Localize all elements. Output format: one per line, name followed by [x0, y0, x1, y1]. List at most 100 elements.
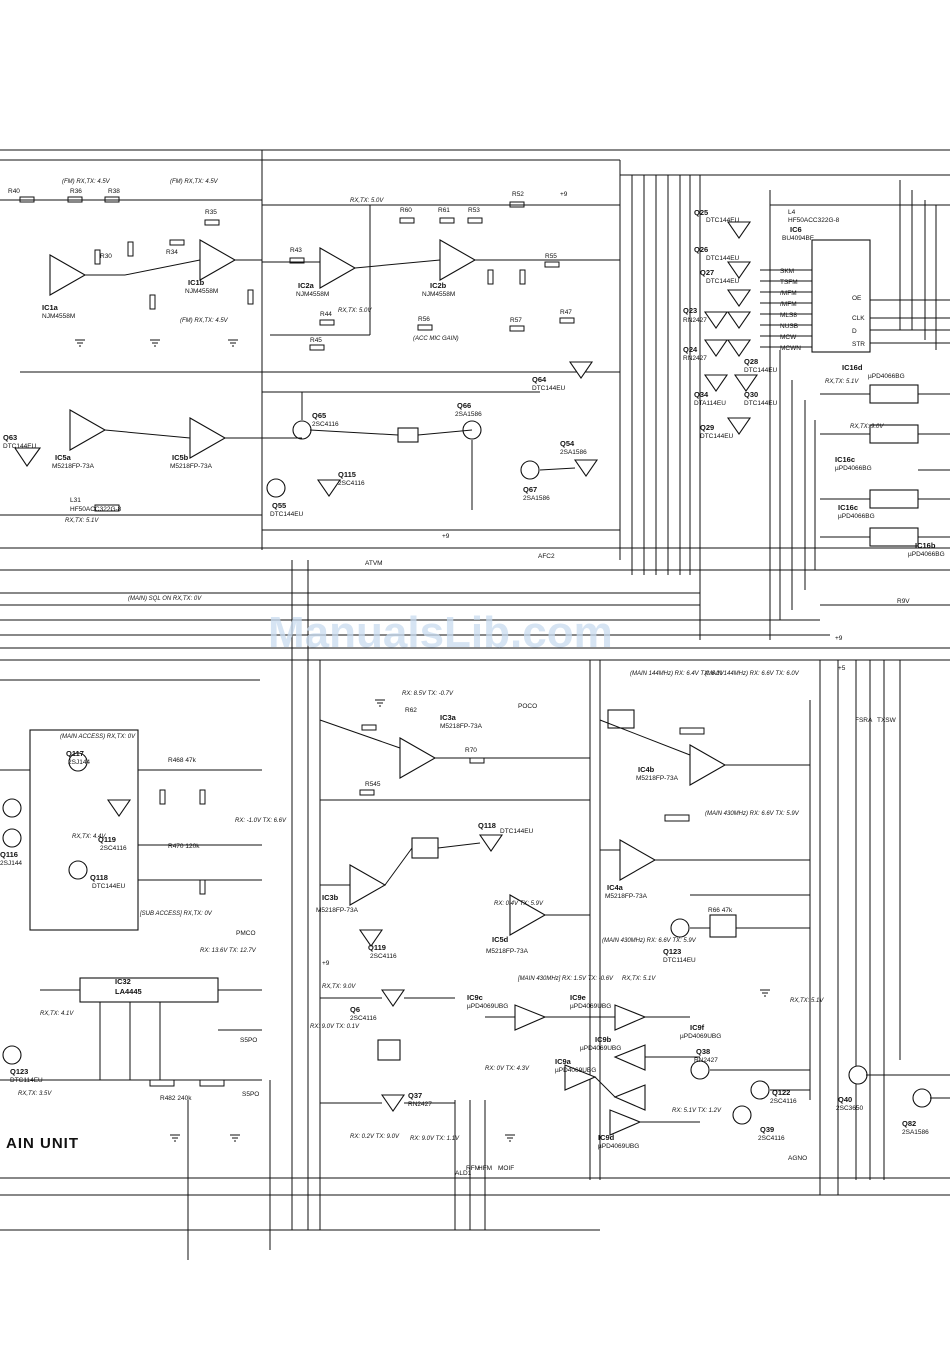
- svg-text:R53: R53: [468, 207, 480, 214]
- svg-text:(ACC MIC GAIN): (ACC MIC GAIN): [413, 336, 459, 342]
- svg-text:RX,TX: 5.0V: RX,TX: 5.0V: [338, 308, 372, 314]
- svg-text:R47: R47: [560, 309, 572, 316]
- svg-text:µPD4069UBG: µPD4069UBG: [570, 1003, 611, 1010]
- svg-text:2SA1586: 2SA1586: [560, 449, 587, 456]
- svg-text:R56: R56: [418, 316, 430, 323]
- svg-text:DTA114EU: DTA114EU: [694, 400, 726, 407]
- op-amp-ic2b: IC2b NJM4558M: [422, 239, 477, 298]
- svg-text:2SC4116: 2SC4116: [770, 1098, 797, 1105]
- svg-text:Q23: Q23: [683, 306, 697, 315]
- svg-text:DTC144EU: DTC144EU: [270, 511, 304, 518]
- svg-text:RX: -1.0V TX: 6.6V: RX: -1.0V TX: 6.6V: [235, 818, 287, 824]
- svg-text:IC5b: IC5b: [172, 453, 189, 462]
- svg-text:NJM4558M: NJM4558M: [185, 288, 218, 295]
- svg-text:NUSB: NUSB: [780, 323, 798, 330]
- svg-text:2SC4116: 2SC4116: [338, 480, 365, 487]
- svg-text:NJM4558M: NJM4558M: [422, 291, 455, 298]
- svg-text:M5218FP-73A: M5218FP-73A: [170, 463, 213, 470]
- svg-text:RX: 13.6V TX: 12.7V: RX: 13.6V TX: 12.7V: [200, 948, 257, 954]
- svg-text:TSFM: TSFM: [780, 279, 798, 286]
- svg-text:L31: L31: [70, 497, 81, 504]
- svg-text:Q64: Q64: [532, 375, 547, 384]
- svg-text:Q118: Q118: [90, 873, 108, 882]
- op-amp-ic1a: IC1a NJM4558M: [42, 254, 87, 320]
- svg-text:NJM4558M: NJM4558M: [296, 291, 329, 298]
- svg-text:2SC4116: 2SC4116: [350, 1015, 377, 1022]
- ground-symbols: [75, 339, 770, 1142]
- svg-text:(MAIN 430MHz) RX: 6.6V TX: 5.9: (MAIN 430MHz) RX: 6.6V TX: 5.9V: [602, 938, 697, 944]
- svg-text:IC9a: IC9a: [555, 1057, 572, 1066]
- passive-components-top: R40 R36 R38 R52 +9 R61 R53 R60 R35 R30 R…: [0, 188, 620, 373]
- svg-text:Q6: Q6: [350, 1005, 360, 1014]
- svg-text:RX,TX: 9.0V: RX,TX: 9.0V: [322, 984, 356, 990]
- svg-text:(FM) RX,TX: 4.5V: (FM) RX,TX: 4.5V: [180, 318, 229, 324]
- svg-text:RX,TX: 5.1V: RX,TX: 5.1V: [790, 998, 824, 1004]
- svg-text:RN2427: RN2427: [408, 1101, 432, 1108]
- svg-text:Q118: Q118: [478, 821, 496, 830]
- svg-text:Q82: Q82: [902, 1119, 916, 1128]
- svg-text:M5218FP-73A: M5218FP-73A: [52, 463, 95, 470]
- svg-text:Q66: Q66: [457, 401, 471, 410]
- watermark: ManualsLib.com: [268, 608, 613, 657]
- svg-text:Q55: Q55: [272, 501, 286, 510]
- svg-text:Q116: Q116: [0, 850, 18, 859]
- svg-text:IC9c: IC9c: [467, 993, 483, 1002]
- svg-text:RX: 0.2V TX: 9.0V: RX: 0.2V TX: 9.0V: [350, 1134, 400, 1140]
- svg-text:(MAIN ACCESS) RX,TX: 0V: (MAIN ACCESS) RX,TX: 0V: [60, 734, 136, 740]
- inverters-ic9: IC9c µPD4069UBG IC9e µPD4069UBG IC9b µPD…: [467, 976, 824, 1150]
- svg-text:Q30: Q30: [744, 390, 758, 399]
- svg-text:STR: STR: [852, 341, 865, 348]
- svg-text:RX: 8.5V TX: -0.7V: RX: 8.5V TX: -0.7V: [402, 691, 454, 697]
- svg-text:Q119: Q119: [368, 943, 386, 952]
- svg-text:AFC2: AFC2: [538, 553, 555, 560]
- svg-text:S5PO: S5PO: [240, 1037, 257, 1044]
- svg-text:µPD4069UBG: µPD4069UBG: [555, 1067, 596, 1074]
- svg-text:Q54: Q54: [560, 439, 575, 448]
- svg-text:2SJ144: 2SJ144: [68, 759, 90, 766]
- svg-text:R44: R44: [320, 311, 332, 318]
- svg-text:ALD1: ALD1: [455, 1170, 472, 1177]
- svg-text:2SC4116: 2SC4116: [312, 421, 339, 428]
- svg-text:M5218FP-73A: M5218FP-73A: [636, 775, 679, 782]
- unit-title: AIN UNIT: [6, 1135, 79, 1152]
- svg-text:IC2b: IC2b: [430, 281, 447, 290]
- svg-text:R9V: R9V: [897, 598, 910, 605]
- svg-text:(MAIN 430MHz) RX: 6.6V TX: 5.9: (MAIN 430MHz) RX: 6.6V TX: 5.9V: [705, 811, 800, 817]
- svg-text:µPD4069UBG: µPD4069UBG: [580, 1045, 621, 1052]
- svg-text:NJM4558M: NJM4558M: [42, 313, 75, 320]
- svg-text:ATVM: ATVM: [365, 560, 383, 567]
- op-amp-ic5d: IC5d M5218FP-73A RX: 0.4V TX: 5.9V: [486, 894, 547, 955]
- svg-text:IC3a: IC3a: [440, 713, 457, 722]
- svg-text:DTC144EU: DTC144EU: [744, 400, 778, 407]
- mid-transistors: Q63 DTC144EU Q65 2SC4116 Q66 2SA1586 Q67…: [0, 391, 620, 602]
- svg-text:BU4094BF: BU4094BF: [782, 235, 814, 242]
- svg-text:R40: R40: [8, 188, 20, 195]
- svg-text:(MAIN 144MHz) RX: 6.6V TX: 6.0: (MAIN 144MHz) RX: 6.6V TX: 6.0V: [705, 671, 800, 677]
- svg-text:OE: OE: [852, 295, 862, 302]
- svg-text:2SC4116: 2SC4116: [370, 953, 397, 960]
- svg-text:RX: 0.4V TX: 5.9V: RX: 0.4V TX: 5.9V: [494, 901, 544, 907]
- svg-text:+9: +9: [442, 533, 450, 540]
- svg-text:CLK: CLK: [852, 315, 865, 322]
- svg-text:AGNO: AGNO: [788, 1155, 807, 1162]
- svg-text:2SA1586: 2SA1586: [902, 1129, 929, 1136]
- analog-switches-ic16: IC16d µPD4066BG IC16c µPD4066BG IC16c µP…: [820, 363, 950, 558]
- svg-text:RX: 0V TX: 4.3V: RX: 0V TX: 4.3V: [485, 1066, 530, 1072]
- svg-text:MOIF: MOIF: [498, 1165, 514, 1172]
- svg-text:MCW: MCW: [780, 334, 797, 341]
- svg-text:DTC144EU: DTC144EU: [706, 217, 740, 224]
- annotations-top: (FM) RX,TX: 4.5V (FM) RX,TX: 4.5V RX,TX:…: [62, 179, 459, 342]
- driver-transistors: Q25 DTC144EU Q26 DTC144EU Q27 DTC144EU Q…: [532, 208, 778, 477]
- svg-text:IC1a: IC1a: [42, 303, 59, 312]
- svg-text:/MFM: /MFM: [780, 290, 797, 297]
- svg-text:DTC144EU: DTC144EU: [700, 433, 734, 440]
- svg-text:+9: +9: [560, 191, 568, 198]
- svg-text:IC3b: IC3b: [322, 893, 339, 902]
- svg-text:µPD4066BG: µPD4066BG: [835, 465, 872, 472]
- svg-text:Q27: Q27: [700, 268, 714, 277]
- svg-text:M5218FP-73A: M5218FP-73A: [605, 893, 648, 900]
- svg-text:POCO: POCO: [518, 703, 537, 710]
- svg-text:[MAIN 430MHz] RX: 1.5V TX: -0.: [MAIN 430MHz] RX: 1.5V TX: -0.6V: [517, 976, 614, 982]
- svg-text:R45: R45: [310, 337, 322, 344]
- svg-text:IC9d: IC9d: [598, 1133, 615, 1142]
